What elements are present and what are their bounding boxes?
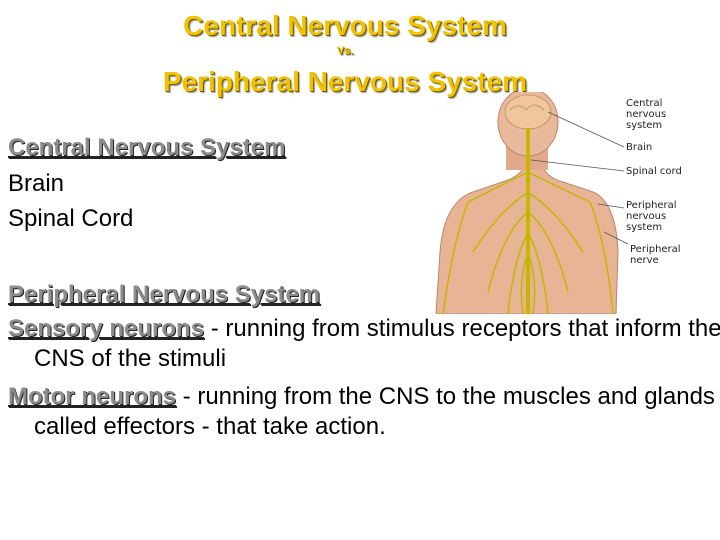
nervous-system-figure: Central nervous system Brain Spinal cord… [428,87,720,315]
body-illustration [435,87,629,315]
slide-subtitle: Peripheral Nervous System [162,66,528,97]
slide-vs: Vs. [336,45,354,57]
cns-item-spinal-cord: Spinal Cord [8,205,134,232]
pns-heading: Peripheral Nervous System [8,281,321,308]
label-peripheral-nerve: Peripheral nerve [630,244,681,266]
motor-neurons-paragraph: Motor neurons - running from the CNS to … [8,382,720,442]
cns-item-brain: Brain [8,170,65,197]
slide-title: Central Nervous System [183,10,507,41]
brain-graphic [504,94,552,130]
motor-neurons-term: Motor neurons [8,383,176,410]
sensory-neurons-text: - running from stimulus receptors that i… [34,315,720,372]
sensory-neurons-term: Sensory neurons [8,315,205,342]
cns-heading: Central Nervous System [8,134,286,161]
label-peripheral-nervous-system: Peripheral nervous system [626,200,677,233]
sensory-neurons-paragraph: Sensory neurons - running from stimulus … [8,314,720,374]
label-spinal-cord: Spinal cord [626,166,682,177]
label-central-nervous-system: Central nervous system [626,98,667,131]
motor-neurons-text: - running from the CNS to the muscles an… [34,383,720,440]
label-brain: Brain [626,142,653,153]
